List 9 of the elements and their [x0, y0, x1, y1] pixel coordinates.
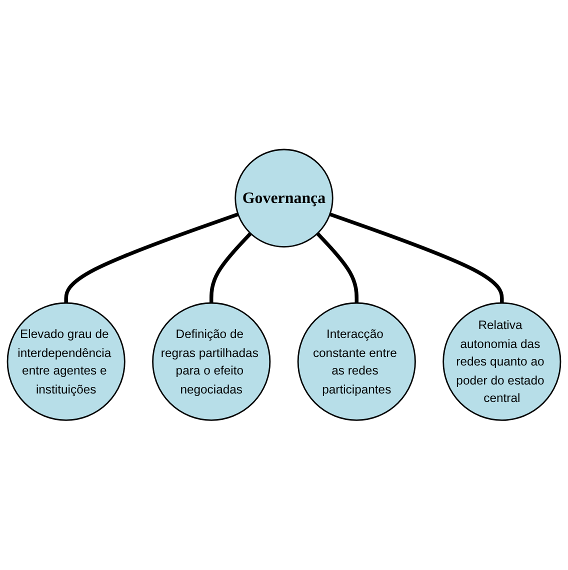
node-circle: Interacção constante entre as redes participantes: [297, 302, 416, 422]
connector: [64, 212, 239, 304]
node-circle: Elevado grau de interdependência entre agentes e instituições: [6, 302, 126, 422]
connector: [210, 232, 252, 304]
node-circle: Relativa autonomia das redes quanto ao poder do estado central: [442, 302, 562, 422]
connector: [329, 212, 504, 304]
connector: [316, 232, 358, 304]
node-circle: Definição de regras partilhadas para o efeito negociadas: [152, 302, 271, 422]
node-circle: Governança: [234, 148, 334, 248]
